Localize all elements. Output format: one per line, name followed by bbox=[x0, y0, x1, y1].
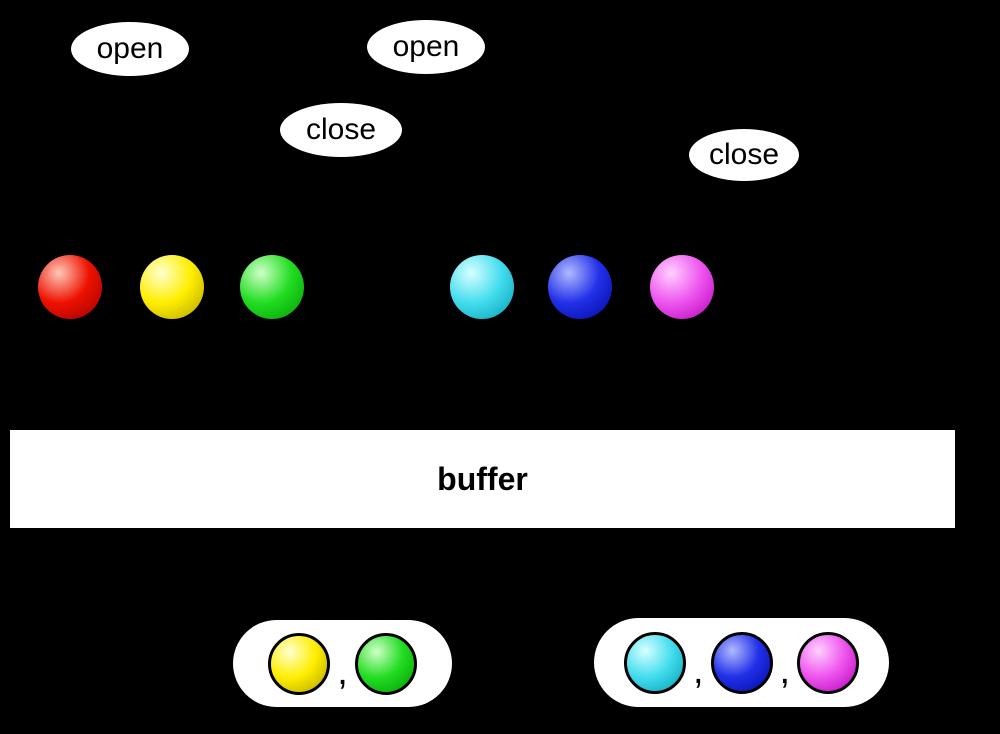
buffer-bar: buffer bbox=[10, 430, 955, 528]
cyan-marble bbox=[623, 631, 686, 694]
separator-comma: , bbox=[337, 650, 348, 693]
close-label: close bbox=[689, 129, 799, 181]
red-marble bbox=[38, 255, 102, 319]
close-label: close bbox=[280, 103, 402, 157]
yellow-marble bbox=[268, 632, 331, 695]
blue-marble bbox=[710, 631, 773, 694]
yellow-marble bbox=[140, 255, 204, 319]
buffer-group: , bbox=[233, 620, 452, 707]
buffer-group: ,, bbox=[594, 618, 889, 707]
buffer-label: buffer bbox=[437, 460, 528, 497]
open-label: open bbox=[71, 22, 189, 76]
green-marble bbox=[240, 255, 304, 319]
open-label: open bbox=[367, 20, 485, 74]
cyan-marble bbox=[450, 255, 514, 319]
blue-marble bbox=[548, 255, 612, 319]
separator-comma: , bbox=[692, 649, 704, 692]
magenta-marble bbox=[797, 631, 860, 694]
magenta-marble bbox=[650, 255, 714, 319]
separator-comma: , bbox=[779, 649, 791, 692]
green-marble bbox=[354, 632, 417, 695]
